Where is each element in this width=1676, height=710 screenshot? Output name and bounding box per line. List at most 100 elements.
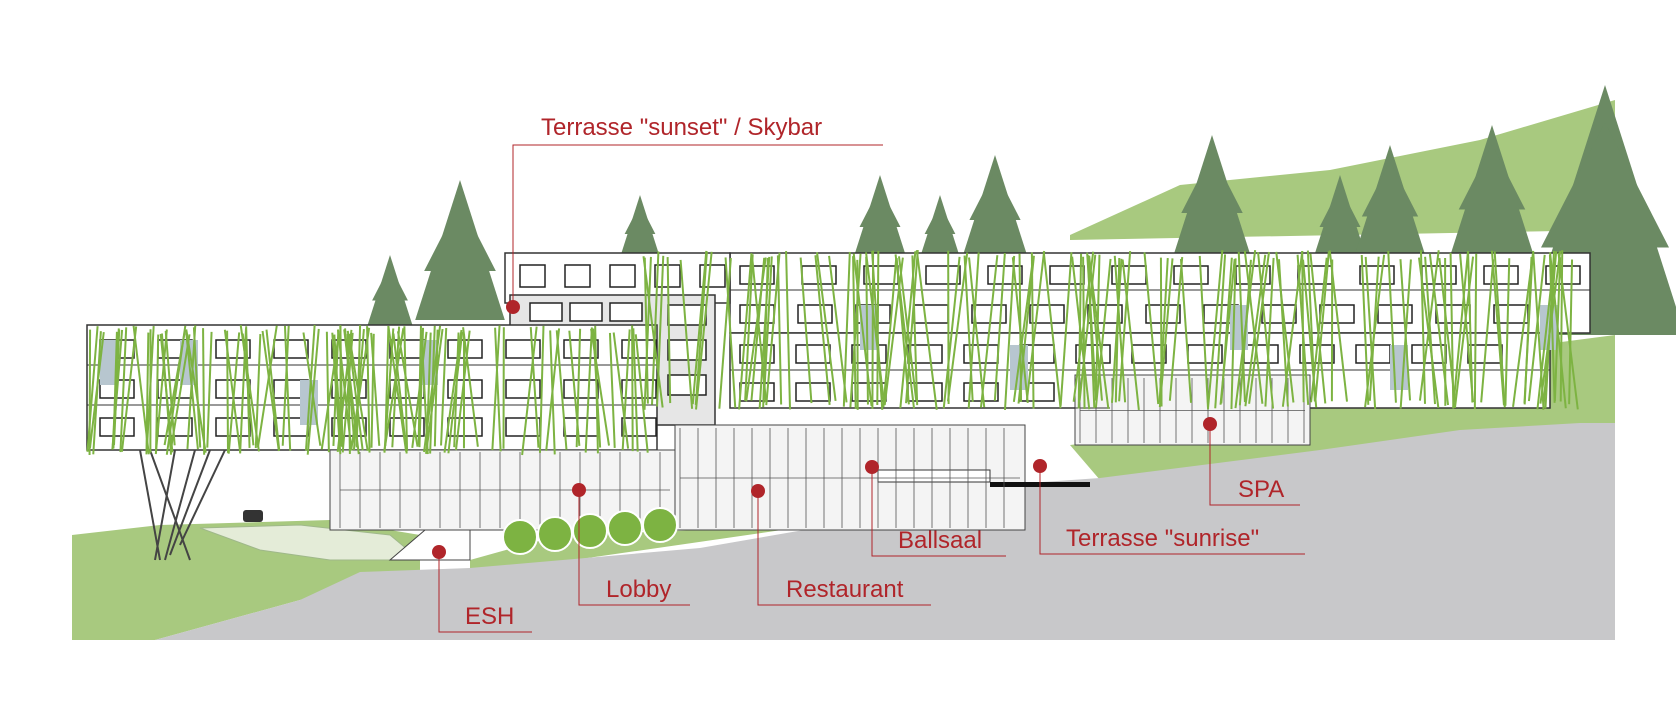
- green-strand: [1207, 250, 1224, 408]
- green-strand: [694, 251, 708, 405]
- green-strand: [325, 331, 330, 453]
- window: [505, 417, 541, 437]
- green-strand: [1452, 250, 1470, 409]
- green-strand: [1237, 251, 1246, 403]
- green-strand: [1214, 254, 1227, 409]
- green-strand: [1264, 257, 1275, 407]
- green-strand: [608, 332, 616, 448]
- green-strand: [1018, 253, 1023, 402]
- green-strand: [403, 326, 409, 452]
- green-strand: [1042, 251, 1062, 409]
- green-strand: [1544, 251, 1556, 409]
- green-strand: [265, 329, 281, 450]
- window: [1173, 265, 1209, 285]
- green-strand: [86, 326, 99, 452]
- green-strand: [814, 255, 831, 405]
- green-strand: [433, 329, 439, 447]
- window: [907, 344, 943, 364]
- green-strand: [871, 250, 884, 410]
- green-strand: [192, 327, 202, 448]
- green-strand: [882, 258, 898, 408]
- green-strand: [1072, 251, 1095, 402]
- callout-lobby: Lobby: [572, 483, 690, 606]
- window: [99, 417, 135, 437]
- green-strand: [185, 329, 207, 453]
- green-strand: [898, 256, 918, 401]
- green-strand: [239, 328, 248, 454]
- green-strand: [865, 256, 869, 405]
- fir-tree-layer: [1541, 122, 1669, 248]
- callout-terrasse-sunset: Terrasse "sunset" / Skybar: [506, 114, 883, 314]
- window: [1029, 304, 1065, 324]
- green-strand: [1360, 254, 1370, 405]
- green-strand: [1527, 254, 1546, 402]
- green-strand: [1309, 253, 1327, 404]
- green-strand: [1082, 256, 1086, 410]
- fir-tree-layer: [859, 187, 901, 227]
- green-strand: [1198, 255, 1210, 410]
- green-strand: [612, 332, 630, 449]
- window: [621, 417, 657, 437]
- green-strand: [170, 334, 191, 446]
- fir-tree-layer: [1361, 161, 1419, 217]
- green-strand: [691, 250, 708, 405]
- green-strand: [1568, 259, 1574, 405]
- green-strand: [1314, 251, 1330, 402]
- car: [243, 510, 263, 522]
- callout-terrasse-sunrise: Terrasse "sunrise": [1033, 459, 1305, 555]
- green-strand: [1493, 251, 1506, 408]
- green-strand: [1438, 257, 1456, 403]
- green-strand: [915, 250, 938, 410]
- green-strand: [256, 325, 278, 448]
- green-strand: [762, 257, 769, 408]
- green-strand: [799, 257, 813, 404]
- green-strand: [370, 333, 375, 448]
- green-facade-strands: [86, 249, 1579, 456]
- green-strand: [632, 328, 639, 452]
- green-strand: [679, 259, 694, 409]
- green-strand: [245, 326, 251, 448]
- green-strand: [979, 255, 999, 408]
- window: [215, 339, 251, 359]
- fir-tree-layer: [424, 201, 496, 271]
- green-strand: [391, 326, 401, 448]
- green-strand: [1364, 256, 1377, 409]
- green-strand: [1473, 253, 1478, 410]
- green-strand: [750, 257, 766, 401]
- window: [519, 264, 546, 288]
- green-strand: [154, 329, 168, 455]
- callout-spa: SPA: [1203, 417, 1300, 506]
- green-strand: [145, 332, 150, 455]
- green-strand: [1302, 259, 1318, 408]
- green-strand: [776, 255, 783, 405]
- green-strand: [343, 329, 360, 455]
- green-strand: [1168, 257, 1184, 401]
- green-strand: [575, 328, 582, 448]
- green-strand: [1003, 255, 1016, 411]
- green-strand: [341, 332, 354, 453]
- green-strand: [968, 257, 986, 408]
- green-strand: [1257, 252, 1275, 409]
- green-strand: [592, 328, 602, 448]
- green-strand: [942, 256, 961, 409]
- green-strand: [816, 252, 837, 402]
- green-strand: [1399, 259, 1412, 409]
- window: [795, 382, 831, 402]
- green-strand: [1179, 258, 1193, 403]
- window: [563, 379, 599, 399]
- fir-tree-layer: [624, 204, 656, 234]
- green-strand: [1158, 258, 1174, 408]
- callout-restaurant: Restaurant: [751, 484, 931, 606]
- label-lobby: Lobby: [606, 576, 671, 603]
- green-strand: [454, 330, 471, 451]
- green-strand: [1467, 251, 1474, 403]
- green-strand: [366, 326, 371, 453]
- green-strand: [911, 255, 919, 406]
- green-strand: [261, 330, 280, 452]
- road: [155, 423, 1615, 640]
- green-strand: [206, 331, 213, 448]
- green-strand: [1238, 259, 1252, 406]
- green-strand: [1110, 258, 1123, 403]
- green-strand: [521, 326, 538, 456]
